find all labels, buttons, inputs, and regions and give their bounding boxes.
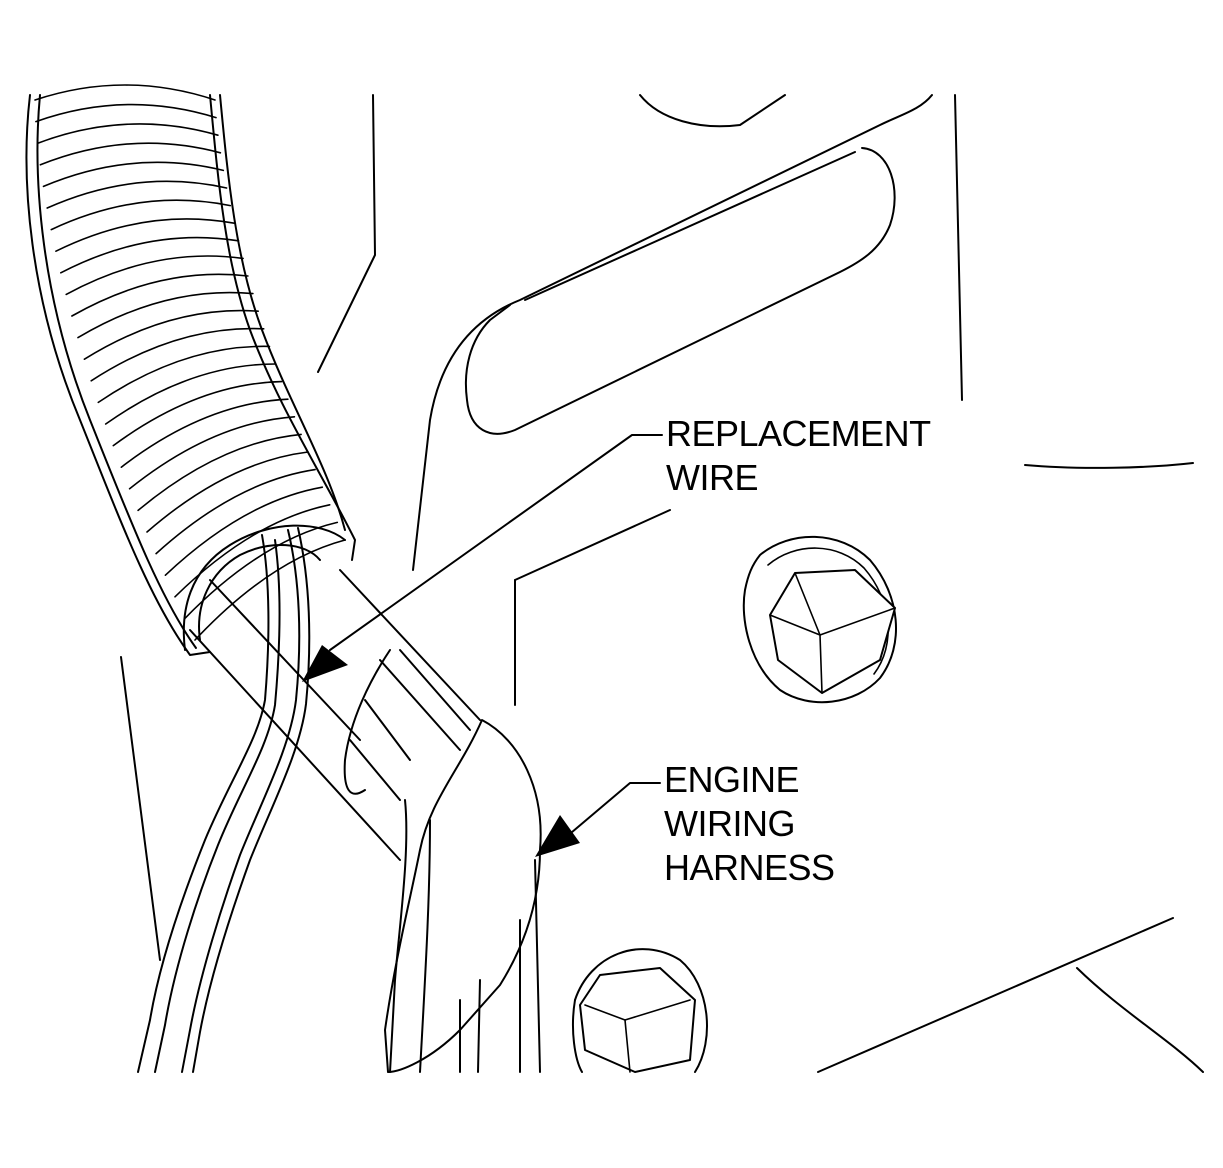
callout-leader-engine-wiring-harness bbox=[535, 782, 661, 857]
conduit-rib bbox=[120, 398, 289, 468]
conduit-rib bbox=[55, 218, 236, 252]
conduit-rib bbox=[174, 504, 331, 598]
callout-leader-replacement-wire bbox=[302, 434, 663, 682]
engine-wiring-harness-label-line-2: WIRING bbox=[664, 803, 795, 844]
engine-wiring-harness-body bbox=[189, 569, 542, 1073]
hex-bolt-upper bbox=[742, 535, 897, 704]
corrugated-conduit bbox=[25, 84, 356, 656]
engine-wiring-harness-label-line-1: ENGINE bbox=[664, 759, 800, 800]
engine-wiring-harness-label-line-3: HARNESS bbox=[664, 847, 835, 888]
conduit-rib bbox=[128, 416, 296, 490]
arrowhead-replacement-wire bbox=[302, 645, 348, 682]
conduit-rib bbox=[46, 180, 228, 209]
mounting-bracket bbox=[412, 94, 1204, 1073]
conduit-rib bbox=[42, 161, 225, 188]
conduit-rib bbox=[194, 539, 346, 641]
conduit-rib bbox=[71, 273, 249, 317]
conduit-rib bbox=[104, 363, 277, 425]
conduit-rib bbox=[137, 433, 302, 512]
conduit-rib bbox=[35, 103, 217, 123]
conduit-rib bbox=[97, 345, 271, 404]
conduit-rib bbox=[83, 309, 259, 360]
conduit-rib bbox=[77, 291, 254, 339]
hex-bolt-lower bbox=[572, 948, 708, 1073]
conduit-rib bbox=[65, 255, 244, 296]
conduit-rib bbox=[112, 380, 283, 447]
replacement-wire-label-line-1: REPLACEMENT bbox=[666, 413, 931, 454]
conduit-rib bbox=[90, 327, 265, 382]
conduit-rib bbox=[50, 199, 232, 231]
conduit-rib bbox=[60, 236, 240, 274]
conduit-rib bbox=[34, 84, 216, 101]
conduit-rib bbox=[37, 123, 219, 144]
arrowhead-engine-wiring-harness bbox=[535, 815, 580, 857]
panel-edges bbox=[120, 94, 376, 961]
conduit-rib bbox=[146, 451, 309, 533]
bracket-slot bbox=[464, 147, 896, 435]
conduit-rib bbox=[164, 486, 324, 576]
replacement-wire-label-line-2: WIRE bbox=[666, 457, 758, 498]
conduit-rib bbox=[184, 521, 339, 620]
conduit-rib bbox=[155, 468, 316, 555]
replacement-wire-label: REPLACEMENT WIRE bbox=[666, 412, 931, 500]
engine-wiring-harness-label: ENGINE WIRING HARNESS bbox=[664, 758, 835, 890]
replacement-wire bbox=[137, 527, 311, 1073]
conduit-rib bbox=[39, 142, 222, 166]
